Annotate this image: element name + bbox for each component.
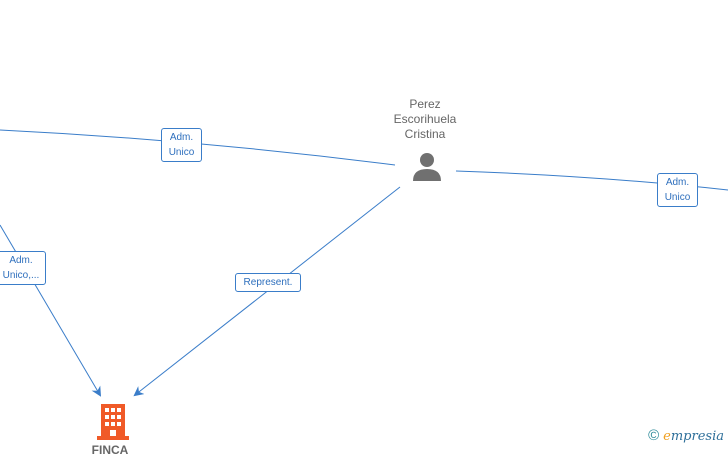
edge-label-adm-unico-multiple[interactable]: Adm. Unico,... — [0, 251, 46, 285]
copyright-symbol: © — [648, 427, 660, 444]
company-node-name[interactable]: FINCA — [91, 443, 129, 457]
brand-first-letter: e — [663, 429, 671, 444]
empresia-watermark: ©empresia — [648, 427, 724, 444]
edge-label-adm-unico-right[interactable]: Adm. Unico — [657, 173, 698, 207]
edge-label-adm-unico-left[interactable]: Adm. Unico — [161, 128, 202, 162]
person-node-name[interactable]: Perez Escorihuela Cristina — [393, 97, 457, 141]
edge-label-represent[interactable]: Represent. — [235, 273, 301, 292]
brand-name-rest: mpresia — [670, 429, 724, 444]
person-icon[interactable] — [412, 151, 442, 182]
building-icon[interactable] — [97, 404, 129, 440]
